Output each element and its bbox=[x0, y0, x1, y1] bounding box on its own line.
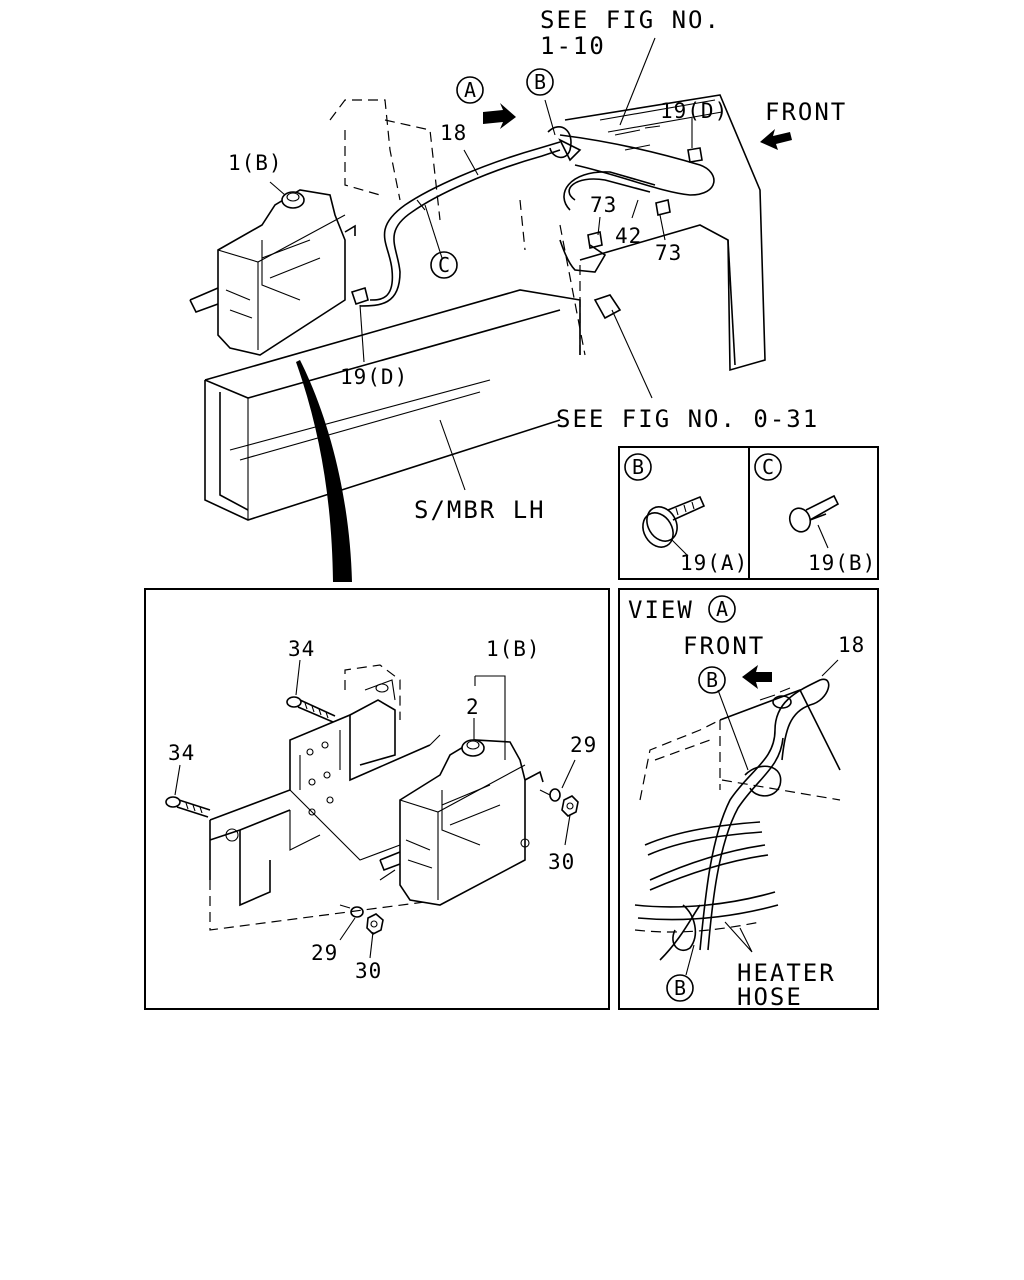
hose-18 bbox=[359, 138, 582, 307]
clamps bbox=[350, 126, 703, 306]
radiator-hoses bbox=[559, 134, 715, 320]
exp-part-34-top: 34 bbox=[288, 637, 315, 661]
view-a-title: VIEW bbox=[628, 596, 694, 624]
bolt-34-top bbox=[286, 696, 336, 723]
core-support bbox=[329, 99, 526, 251]
view-a-marker-b-top-text: B bbox=[706, 668, 718, 692]
bolt-34-left bbox=[165, 796, 211, 818]
detail-b-part: 19(A) bbox=[680, 551, 748, 575]
view-a-part-18: 18 bbox=[838, 633, 865, 657]
view-a-marker-b-bottom-text: B bbox=[674, 976, 686, 1000]
ref-fig-0-31: SEE FIG NO. 0-31 bbox=[556, 405, 819, 433]
front-arrow bbox=[760, 129, 792, 150]
detail-c-part: 19(B) bbox=[808, 551, 876, 575]
frame-bracket bbox=[209, 664, 441, 931]
heater-hose-line2: HOSE bbox=[737, 983, 803, 1011]
washer-nut-right bbox=[539, 788, 579, 817]
main-view: SEE FIG NO. 1-10 FRONT 19(D) 18 1(B) 73 … bbox=[189, 6, 847, 582]
radiator bbox=[559, 94, 766, 372]
detail-b-box-marker bbox=[624, 453, 652, 481]
view-a-marker bbox=[456, 76, 484, 104]
exp-part-29-bottom: 29 bbox=[311, 941, 338, 965]
detail-c-marker bbox=[430, 251, 458, 279]
detail-boxes: B 19(A) C 19(B) bbox=[618, 446, 879, 580]
detail-b-box-marker-text: B bbox=[632, 455, 644, 479]
view-a-arrow bbox=[483, 103, 516, 129]
heater-hose-line1: HEATER bbox=[737, 959, 836, 987]
detail-c-box-marker-text: C bbox=[762, 455, 774, 479]
leader-lines bbox=[269, 37, 693, 491]
clamp-19b-icon bbox=[788, 494, 840, 533]
part-19d-left: 19(D) bbox=[340, 365, 408, 389]
ref-fig-1-10-line1: SEE FIG NO. bbox=[540, 6, 721, 34]
reserve-tank bbox=[189, 189, 356, 356]
part-73-a: 73 bbox=[590, 193, 617, 217]
view-a-marker-b-top bbox=[698, 666, 726, 694]
detail-c-marker-text: C bbox=[438, 253, 450, 277]
view-a-title-marker bbox=[708, 595, 736, 623]
ref-fig-1-10-line2: 1-10 bbox=[540, 32, 606, 60]
exploded-reserve-tank bbox=[379, 739, 544, 906]
view-a-marker-text: A bbox=[464, 78, 476, 102]
part-18: 18 bbox=[440, 121, 467, 145]
view-a-marker-b-bottom bbox=[666, 974, 694, 1002]
view-a-box: VIEW A FRONT 18 B bbox=[618, 588, 879, 1011]
callout-wedge bbox=[296, 360, 352, 582]
part-19d-top: 19(D) bbox=[660, 99, 728, 123]
view-a-front-label: FRONT bbox=[683, 632, 765, 660]
sidemember-label: S/MBR LH bbox=[414, 496, 546, 524]
exp-part-30-bottom: 30 bbox=[355, 959, 382, 983]
part-42: 42 bbox=[615, 224, 642, 248]
detail-b-marker-text: B bbox=[534, 70, 546, 94]
part-73-b: 73 bbox=[655, 241, 682, 265]
view-a-front-arrow bbox=[742, 665, 772, 689]
side-member-lh bbox=[204, 289, 581, 521]
detail-c-box-marker bbox=[754, 453, 782, 481]
exp-part-30-right: 30 bbox=[548, 850, 575, 874]
part-1b: 1(B) bbox=[228, 151, 283, 175]
view-a-title-marker-text: A bbox=[716, 597, 728, 621]
exp-part-29-right: 29 bbox=[570, 733, 597, 757]
exp-part-34-left: 34 bbox=[168, 741, 195, 765]
detail-b-marker bbox=[526, 68, 554, 96]
clamp-19a-icon bbox=[642, 495, 706, 548]
front-label: FRONT bbox=[765, 98, 847, 126]
exp-part-2: 2 bbox=[466, 695, 480, 719]
exploded-view: 34 1(B) 2 29 34 30 29 30 bbox=[144, 588, 610, 1010]
washer-nut-bottom bbox=[339, 869, 396, 935]
exp-part-1b: 1(B) bbox=[486, 637, 541, 661]
